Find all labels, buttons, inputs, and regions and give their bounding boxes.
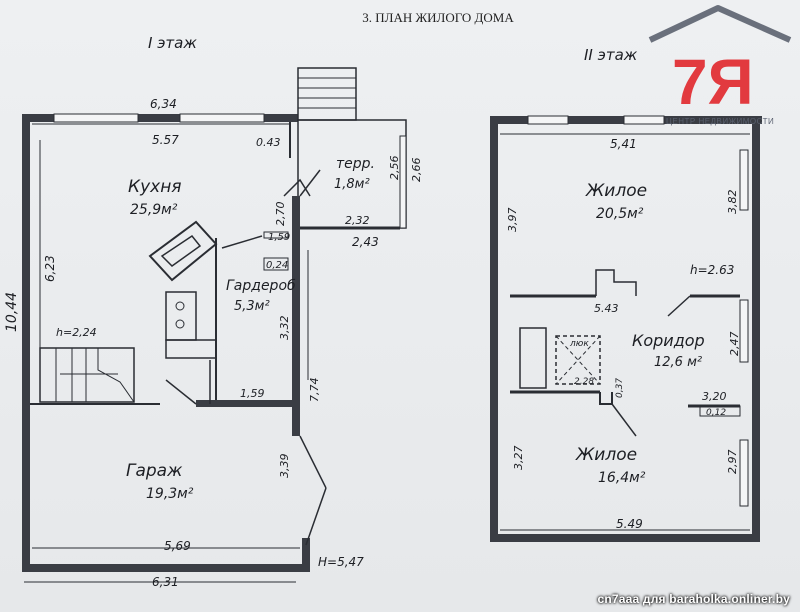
- dim-320: 3,20: [702, 390, 727, 403]
- counter: [165, 339, 217, 359]
- window: [527, 115, 569, 125]
- dim-270: 2,70: [274, 202, 287, 227]
- fireplace: [148, 220, 218, 282]
- south-wall: [22, 564, 310, 572]
- dim-327: 3,27: [512, 446, 525, 471]
- corridor-name: Коридор: [632, 331, 705, 350]
- window: [739, 439, 749, 507]
- west-wall: [22, 114, 30, 572]
- dim-339: 3,39: [278, 454, 291, 479]
- burner: [175, 319, 185, 329]
- window: [739, 149, 749, 211]
- dim-332: 3,32: [278, 316, 291, 341]
- stair-height: h=2,24: [56, 326, 97, 339]
- burner: [175, 301, 185, 311]
- south-wall: [490, 534, 760, 542]
- internal-staircase: [39, 330, 135, 403]
- dim-top-width: 6,34: [150, 97, 177, 111]
- dim-297: 2,97: [726, 450, 739, 475]
- door-swing: [667, 295, 691, 317]
- dim-247: 2,47: [728, 332, 741, 357]
- dim-774: 7,74: [308, 378, 321, 403]
- dim-kitchen-width: 5.57: [152, 133, 179, 147]
- terrace-name: терр.: [336, 156, 375, 172]
- terrace-area: 1,8м²: [334, 177, 370, 192]
- agency-logo: 7Я ЦЕНТР НЕДВИЖИМОСТИ: [648, 5, 792, 126]
- garage-area: 19,3м²: [146, 486, 194, 502]
- dim-159-partition: 1,59: [240, 387, 265, 400]
- roof-icon: [648, 5, 792, 43]
- first-floor-label: I этаж: [148, 34, 197, 52]
- entrance-steps: [297, 67, 357, 121]
- dim-159-niche: 1,59: [268, 232, 290, 243]
- garage-partition-wall: [196, 400, 296, 407]
- window: [623, 115, 665, 125]
- wardrobe-niche: [263, 231, 289, 239]
- ridge-height: H=5,47: [318, 555, 364, 569]
- dim-266: 2,66: [410, 158, 423, 183]
- north-wall: [22, 114, 298, 122]
- door-leaf: [283, 178, 311, 197]
- document-title: 3. ПЛАН ЖИЛОГО ДОМА: [362, 10, 514, 25]
- door-swing: [611, 403, 637, 437]
- dim-623: 6,23: [43, 255, 57, 282]
- dim-043: 0.43: [256, 136, 281, 149]
- living1-name: Жилое: [585, 181, 647, 201]
- dim-overall-height: 10,44: [4, 292, 20, 332]
- wardrobe-name: Гардероб: [226, 278, 296, 294]
- second-floor-label: II этаж: [584, 46, 638, 64]
- watermark: cn7aaa для baraholka.onliner.by: [597, 592, 790, 606]
- central-wall: [292, 196, 300, 436]
- dim-256: 2,56: [388, 156, 401, 181]
- dim-397: 3,97: [506, 208, 519, 233]
- living1-area: 20,5м²: [596, 206, 644, 222]
- dim-228: 2,28: [574, 377, 594, 387]
- garage-door-swing: [165, 379, 197, 405]
- door-swing: [299, 169, 321, 197]
- garage-door-swing: [299, 435, 327, 489]
- dim-bottom-width: 6,31: [152, 575, 179, 589]
- dim-549: 5.49: [616, 517, 643, 531]
- kitchen-window: [179, 113, 265, 123]
- attic-hatch: [555, 335, 601, 385]
- garage-door-post: [302, 538, 310, 570]
- dim-543: 5.43: [594, 302, 619, 315]
- first-floor-plan: I этаж: [4, 34, 423, 589]
- wardrobe-door: [221, 235, 263, 249]
- dim-232: 2,32: [345, 214, 370, 227]
- stair-rail: [519, 327, 547, 389]
- garage-name: Гараж: [126, 461, 183, 481]
- dim-243: 2,43: [352, 235, 379, 249]
- logo-mark: 7Я: [672, 46, 754, 118]
- terrace-glazing: [399, 135, 407, 229]
- wardrobe-area: 5,3м²: [234, 299, 270, 314]
- ceiling-height: h=2.63: [690, 263, 734, 277]
- garage-gate: [305, 487, 327, 546]
- dim-012: 0,12: [706, 408, 726, 418]
- dim-541: 5,41: [610, 137, 637, 151]
- kitchen-window: [53, 113, 139, 123]
- stove: [165, 291, 197, 341]
- second-floor-plan: II этаж люк 5,41 3,97 3,82 Жи: [490, 46, 762, 542]
- dim-382: 3,82: [726, 190, 739, 215]
- dim-037: 0,37: [615, 378, 625, 398]
- corridor-area: 12,6 м²: [654, 355, 702, 370]
- dim-569: 5,69: [164, 539, 191, 553]
- west-wall: [490, 116, 498, 540]
- hatch-label: люк: [569, 339, 589, 349]
- wardrobe-niche: [263, 257, 289, 271]
- kitchen-name: Кухня: [128, 177, 182, 197]
- dim-024: 0,24: [266, 260, 288, 271]
- living2-area: 16,4м²: [598, 470, 646, 486]
- kitchen-area: 25,9м²: [130, 202, 178, 218]
- stair-opening: [595, 269, 637, 296]
- living2-name: Жилое: [575, 445, 637, 465]
- logo-caption: ЦЕНТР НЕДВИЖИМОСТИ: [666, 117, 774, 126]
- east-wall: [752, 116, 760, 540]
- window: [739, 299, 749, 363]
